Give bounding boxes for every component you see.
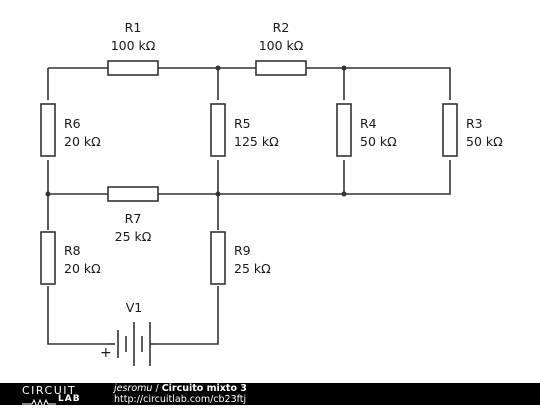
footer-bar: CIRCUIT LAB jesromu / Circuito mixto 3 h…	[0, 383, 540, 409]
resistor-r1[interactable]	[107, 60, 159, 76]
junction-node	[215, 65, 221, 71]
resistor-r8[interactable]	[40, 231, 56, 285]
junction-node	[341, 191, 347, 197]
r3-value: 50 kΩ	[466, 134, 503, 149]
junction-node	[45, 191, 51, 197]
resistor-r4[interactable]	[336, 103, 352, 157]
circuit-title[interactable]: Circuito mixto 3	[161, 383, 247, 394]
battery-v1[interactable]	[108, 322, 154, 366]
wires	[47, 67, 451, 345]
r4-name: R4	[360, 116, 377, 131]
resistor-zigzag-icon	[22, 398, 56, 409]
r5-value: 125 kΩ	[234, 134, 279, 149]
top-wire	[48, 67, 451, 100]
v1-name: V1	[126, 300, 143, 315]
r9-value: 25 kΩ	[234, 261, 271, 276]
r6-value: 20 kΩ	[64, 134, 101, 149]
circuit-schematic: R1 100 kΩ R2 100 kΩ R3 50 kΩ R4 50 kΩ R5…	[40, 20, 503, 366]
resistor-r7[interactable]	[107, 186, 159, 202]
schematic-canvas: R1 100 kΩ R2 100 kΩ R3 50 kΩ R4 50 kΩ R5…	[40, 20, 504, 366]
logo-bottom: LAB	[22, 394, 92, 409]
r8-value: 20 kΩ	[64, 261, 101, 276]
circuit-url[interactable]: http://circuitlab.com/cb23ftj	[114, 393, 247, 405]
r1-value: 100 kΩ	[111, 38, 156, 53]
author-link[interactable]: jesromu	[114, 383, 153, 394]
resistor-r2[interactable]	[255, 60, 307, 76]
r3-name: R3	[466, 116, 483, 131]
resistor-r5[interactable]	[210, 103, 226, 157]
left-wire	[47, 68, 108, 345]
resistor-r9[interactable]	[210, 231, 226, 285]
center-wire	[154, 68, 219, 345]
r2-value: 100 kΩ	[259, 38, 304, 53]
r4-value: 50 kΩ	[360, 134, 397, 149]
r6-name: R6	[64, 116, 81, 131]
r9-name: R9	[234, 243, 251, 258]
logo-text-top: CIRCUIT	[22, 384, 77, 397]
middle-wire	[48, 160, 451, 195]
r7-value: 25 kΩ	[115, 229, 152, 244]
resistor-r3[interactable]	[442, 103, 458, 157]
junction-node	[341, 65, 347, 71]
r7-name: R7	[125, 211, 142, 226]
circuitlab-logo[interactable]: CIRCUIT LAB	[22, 383, 92, 409]
junction-node	[215, 191, 221, 197]
resistor-r6[interactable]	[40, 103, 56, 157]
meta-line: jesromu / Circuito mixto 3	[114, 383, 247, 395]
meta-separator: /	[152, 383, 162, 394]
r1-name: R1	[125, 20, 142, 35]
r8-name: R8	[64, 243, 81, 258]
circuit-meta: jesromu / Circuito mixto 3 http://circui…	[114, 383, 247, 405]
battery-plus-sign: +	[100, 345, 112, 361]
logo-text-bottom: LAB	[58, 394, 81, 404]
r2-name: R2	[273, 20, 290, 35]
r5-name: R5	[234, 116, 251, 131]
